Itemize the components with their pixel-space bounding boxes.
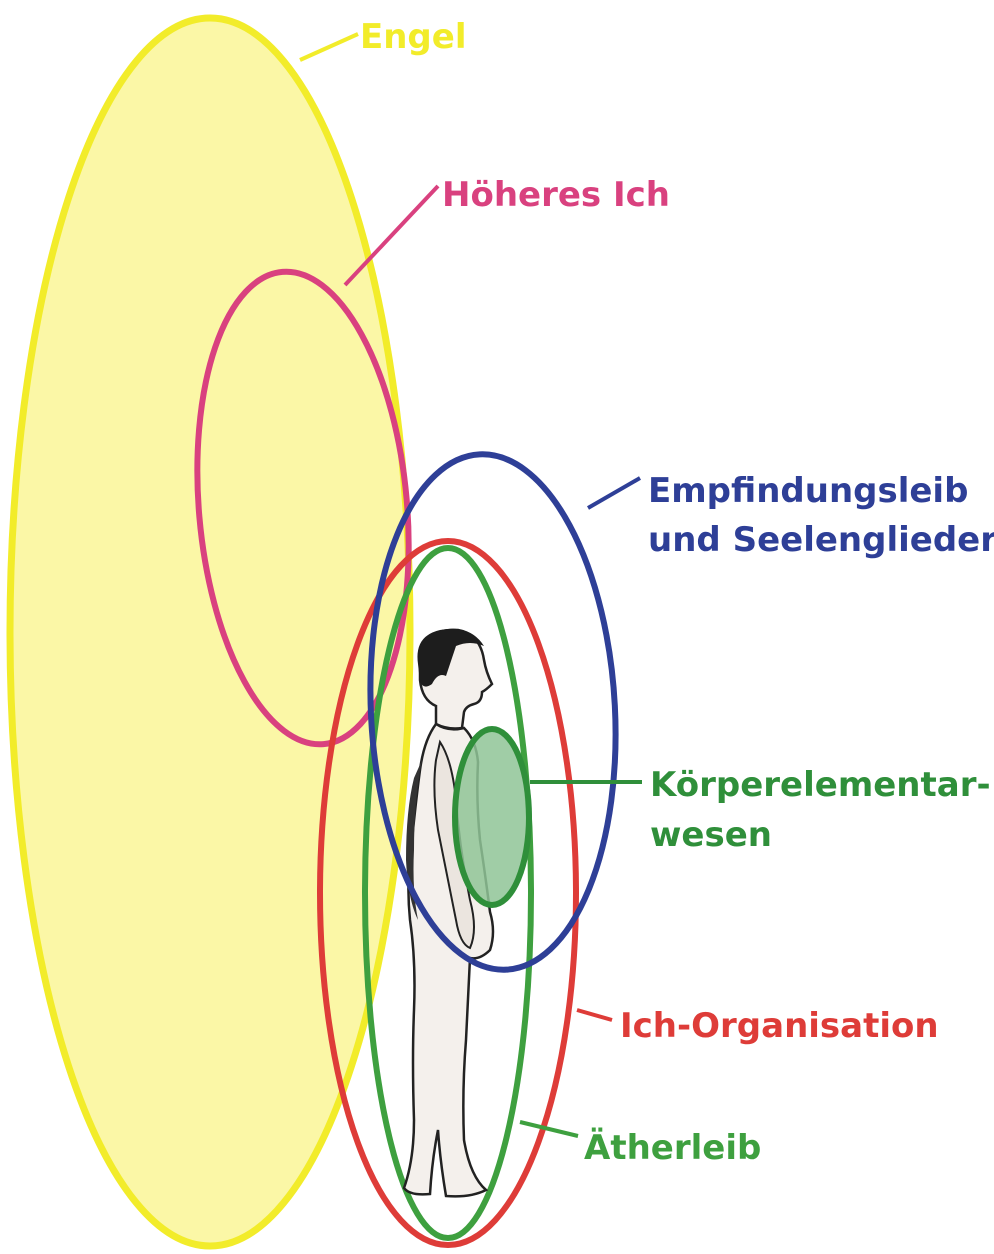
empfindungsleib-leader-line (588, 478, 640, 508)
human-figure (404, 629, 493, 1197)
empfindungsleib-label-line1: Empfindungsleib (648, 471, 968, 511)
hoeheres-ich-label: Höheres Ich (442, 175, 670, 215)
engel-ellipse (10, 18, 410, 1246)
ich-organisation-leader-line (577, 1010, 612, 1020)
ich-organisation-label: Ich-Organisation (620, 1006, 939, 1046)
empfindungsleib-label-line2: und Seelenglieder (648, 520, 994, 560)
koerperelementar-ellipse (455, 729, 529, 905)
aetherleib-leader-line (520, 1122, 578, 1136)
engel-label: Engel (360, 17, 466, 57)
koerperelementar-label-line2: wesen (650, 815, 772, 855)
engel-leader-line (300, 34, 358, 60)
koerperelementar-label-line1: Körperelementar- (650, 765, 991, 805)
aetherleib-label: Ätherleib (584, 1127, 761, 1168)
